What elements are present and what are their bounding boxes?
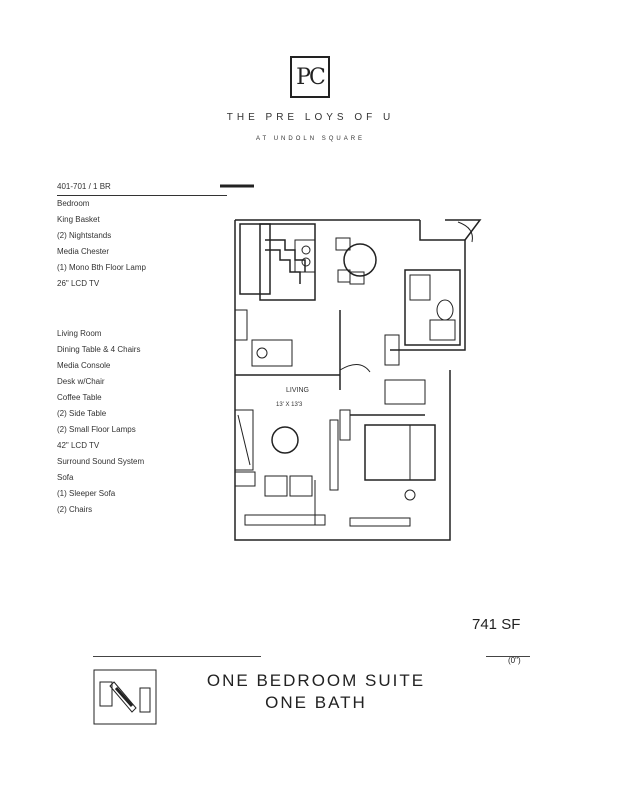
footer-rule <box>93 656 261 657</box>
living-item: Sofa <box>57 473 74 482</box>
brand-subtitle: AT UNDOLN SQUARE <box>255 136 366 142</box>
bedroom-item: (1) Mono Bth Floor Lamp <box>57 263 146 272</box>
furnishing-list: 401-701 / 1 BR Bedroom King Basket (2) N… <box>57 179 227 518</box>
living-item: (2) Small Floor Lamps <box>57 425 136 434</box>
unit-title: 401-701 / 1 BR <box>57 179 227 196</box>
living-item: Living Room <box>57 329 102 338</box>
living-item: (2) Chairs <box>57 505 93 514</box>
bedroom-item: King Basket <box>57 215 100 224</box>
living-item: Coffee Table <box>57 393 102 402</box>
bedroom-item: (2) Nightstands <box>57 231 112 240</box>
suite-title-line2: ONE BATH <box>265 693 367 712</box>
living-item: Surround Sound System <box>57 457 145 466</box>
room-label: LIVING <box>286 387 309 394</box>
key-plan <box>93 669 157 725</box>
living-item: Desk w/Chair <box>57 377 105 386</box>
suite-title: ONE BEDROOM SUITE ONE BATH <box>196 670 436 714</box>
square-footage: 741 SF <box>472 616 521 633</box>
living-item: (2) Side Table <box>57 409 107 418</box>
living-item: Dining Table & 4 Chairs <box>57 345 141 354</box>
bedroom-item: Bedroom <box>57 199 90 208</box>
scale-label: (0") <box>508 656 521 665</box>
brand-logo: PC <box>290 56 330 98</box>
bedroom-item: 26" LCD TV <box>57 279 100 288</box>
living-item: Media Console <box>57 361 111 370</box>
floor-plan: LIVING 13' X 13'3 <box>220 184 482 541</box>
bedroom-item: Media Chester <box>57 247 110 256</box>
suite-title-line1: ONE BEDROOM SUITE <box>206 671 426 690</box>
living-item: (1) Sleeper Sofa <box>57 489 116 498</box>
living-item: 42" LCD TV <box>57 441 100 450</box>
brand-name: THE PRE LOYS OF U <box>226 112 395 123</box>
room-dimension: 13' X 13'3 <box>276 402 303 408</box>
scale-rule <box>486 656 530 657</box>
